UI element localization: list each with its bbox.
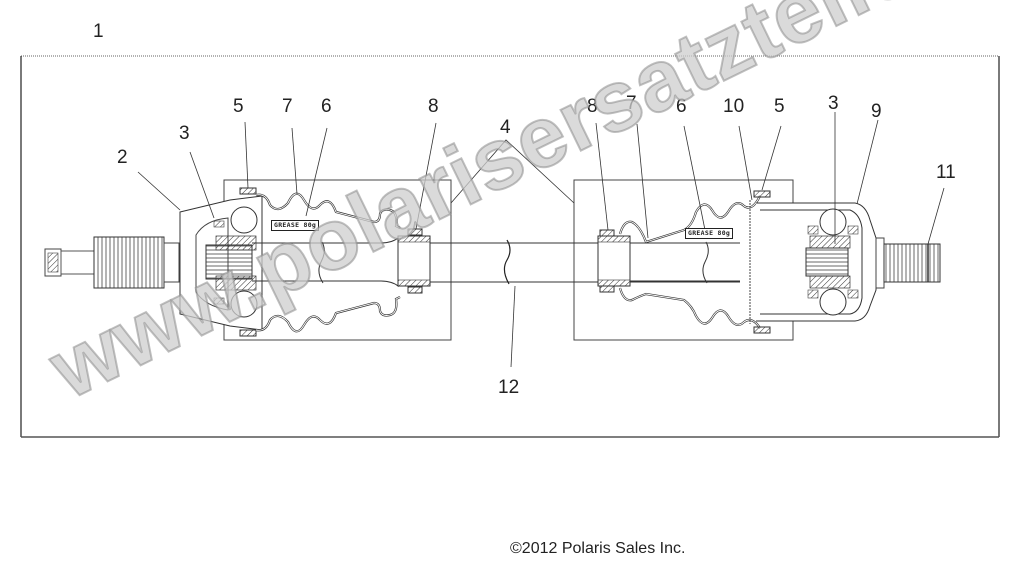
callout-7-right: 7 <box>626 93 637 114</box>
grease-label-right: GREASE 80g <box>685 228 734 239</box>
callout-8-right: 8 <box>587 96 598 117</box>
callout-6-left: 6 <box>321 96 332 117</box>
leader-lines <box>137 112 945 368</box>
right-cv-joint <box>756 202 941 322</box>
callout-12: 12 <box>498 377 520 398</box>
callout-8-left: 8 <box>428 96 439 117</box>
copyright-notice: ©2012 Polaris Sales Inc. <box>510 540 686 557</box>
grease-label-left: GREASE 80g <box>271 220 320 231</box>
callout-3-right: 3 <box>828 93 839 114</box>
left-boot <box>239 187 431 337</box>
callout-10: 10 <box>723 96 745 117</box>
callout-9: 9 <box>871 101 882 122</box>
left-cv-joint <box>44 195 263 331</box>
right-boot <box>597 190 771 334</box>
callout-5-left: 5 <box>233 96 244 117</box>
assembly-frame <box>20 55 1000 438</box>
callout-1: 1 <box>93 21 104 42</box>
callout-6-right: 6 <box>676 96 687 117</box>
callout-5-right: 5 <box>774 96 785 117</box>
callout-2: 2 <box>117 147 128 168</box>
callout-11: 11 <box>936 162 956 183</box>
callout-4: 4 <box>500 117 511 138</box>
callout-7-left: 7 <box>282 96 293 117</box>
axle-shaft <box>430 239 740 285</box>
callout-3-left: 3 <box>179 123 190 144</box>
